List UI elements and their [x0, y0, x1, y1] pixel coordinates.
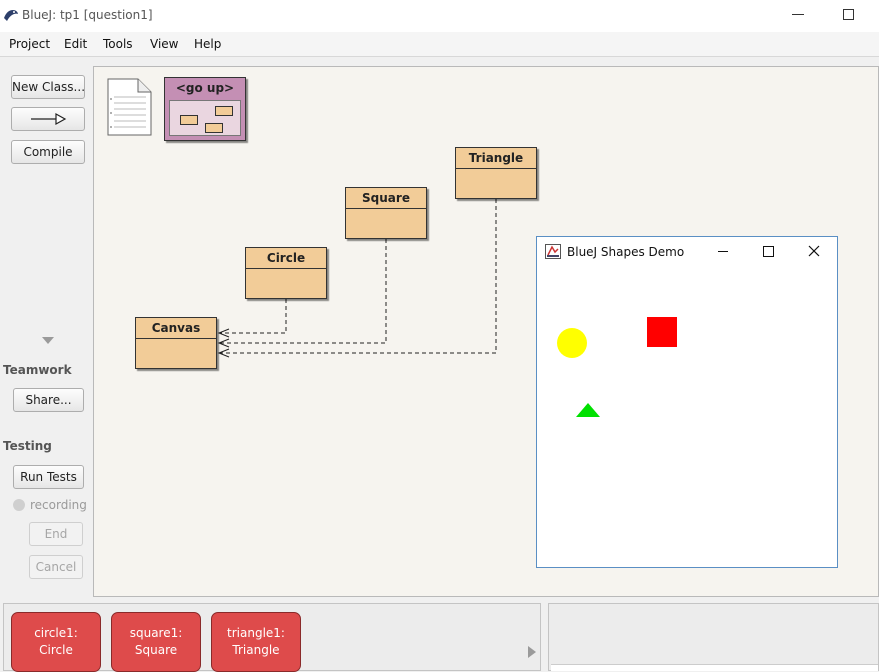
- share-button[interactable]: Share...: [13, 388, 84, 412]
- window-title: BlueJ: tp1 [question1]: [22, 8, 153, 22]
- dependency-arrows: [217, 199, 497, 358]
- class-canvas-name: Canvas: [136, 318, 216, 339]
- new-class-button[interactable]: New Class...: [11, 75, 85, 99]
- shapes-demo-window[interactable]: BlueJ Shapes Demo: [536, 236, 838, 568]
- demo-minimize-icon[interactable]: [718, 251, 728, 252]
- compile-button[interactable]: Compile: [11, 140, 85, 164]
- object-type: Circle: [39, 643, 73, 657]
- testing-label: Testing: [3, 439, 52, 453]
- recording-label: recording: [30, 498, 87, 512]
- yellow-circle-shape: [557, 328, 587, 358]
- class-triangle[interactable]: Triangle: [455, 147, 537, 199]
- demo-window-title: BlueJ Shapes Demo: [567, 245, 685, 259]
- cancel-button[interactable]: Cancel: [29, 555, 83, 579]
- green-triangle-shape: [576, 403, 600, 417]
- menu-help[interactable]: Help: [194, 37, 222, 51]
- class-circle-name: Circle: [246, 248, 326, 269]
- bluej-logo-icon: [4, 10, 18, 21]
- demo-close-icon[interactable]: [808, 245, 820, 257]
- package-contents-icon: [169, 100, 241, 136]
- end-button[interactable]: End: [29, 522, 83, 546]
- bench-scroll-right-icon[interactable]: [528, 646, 536, 658]
- menu-edit[interactable]: Edit: [64, 37, 88, 51]
- object-name: circle1:: [34, 626, 78, 640]
- class-square[interactable]: Square: [345, 187, 427, 239]
- demo-maximize-icon[interactable]: [763, 246, 774, 257]
- shapes-drawing-area: [557, 317, 677, 417]
- go-up-label: <go up>: [175, 81, 235, 95]
- run-tests-button[interactable]: Run Tests: [13, 465, 84, 489]
- menu-view[interactable]: View: [150, 37, 179, 51]
- recording-indicator-icon: [13, 499, 25, 511]
- new-arrow-button[interactable]: [11, 107, 85, 131]
- object-type: Square: [134, 643, 178, 657]
- object-name: triangle1:: [227, 626, 285, 640]
- minimize-icon[interactable]: [792, 14, 804, 15]
- readme-document-icon[interactable]: [105, 77, 153, 137]
- object-triangle1[interactable]: triangle1: Triangle: [211, 612, 301, 672]
- collapse-triangle-icon[interactable]: [42, 337, 54, 345]
- object-type: Triangle: [232, 643, 280, 657]
- code-pad-panel[interactable]: [548, 603, 879, 671]
- go-up-package[interactable]: <go up>: [164, 77, 246, 141]
- object-bench: circle1: Circle square1: Square triangle…: [3, 603, 541, 672]
- arrow-right-icon: [31, 112, 67, 126]
- menu-tools[interactable]: Tools: [103, 37, 133, 51]
- class-canvas[interactable]: Canvas: [135, 317, 217, 369]
- code-pad-input[interactable]: [551, 664, 878, 671]
- class-square-name: Square: [346, 188, 426, 209]
- object-name: square1:: [129, 626, 183, 640]
- menu-project[interactable]: Project: [9, 37, 51, 51]
- teamwork-label: Teamwork: [3, 363, 72, 377]
- title-bar: BlueJ: tp1 [question1]: [0, 0, 879, 32]
- red-square-shape: [647, 317, 677, 347]
- object-square1[interactable]: square1: Square: [111, 612, 201, 672]
- java-app-icon: [545, 244, 561, 259]
- maximize-icon[interactable]: [843, 9, 854, 20]
- object-circle1[interactable]: circle1: Circle: [11, 612, 101, 672]
- menu-bar: Project Edit Tools View Help: [0, 32, 879, 57]
- class-circle[interactable]: Circle: [245, 247, 327, 299]
- class-triangle-name: Triangle: [456, 148, 536, 169]
